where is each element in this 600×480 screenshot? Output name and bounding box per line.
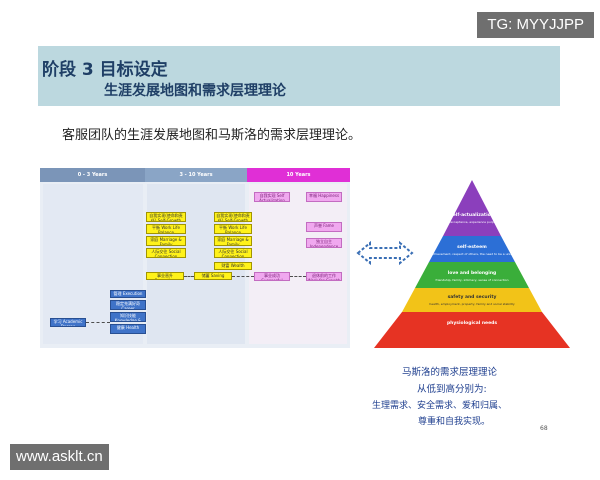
map-box: 幸福 Happiness bbox=[306, 192, 342, 202]
pyramid-desc: friendship, family, intimacy, sense of c… bbox=[436, 278, 509, 282]
maslow-pyramid: self-actualization self-esteem love and … bbox=[374, 180, 570, 348]
map-box: 事业晋升 Promotion bbox=[146, 272, 184, 280]
map-box: 知识技能 Knowledge & Skills bbox=[110, 312, 146, 322]
map-panel-3 bbox=[249, 184, 347, 344]
pyramid-caption-title: 马斯洛的需求层理理论 bbox=[402, 367, 498, 378]
pyramid-title: self-esteem bbox=[457, 244, 487, 250]
flow-arrow bbox=[184, 276, 194, 277]
pyramid-level-safety bbox=[402, 288, 542, 312]
flow-arrow bbox=[86, 322, 110, 323]
map-box: 自我实现(使命和责任) Self-Growth bbox=[214, 212, 252, 222]
column-header-0-3: 0 - 3 Years bbox=[40, 168, 145, 182]
pyramid-title: love and belonging bbox=[448, 270, 497, 276]
intro-text: 客服团队的生涯发展地图和马斯洛的需求层理理论。 bbox=[62, 128, 362, 143]
map-box: 人际交往 Social Connection bbox=[214, 248, 252, 258]
pyramid-desc: morality, creativity, spontaneity, accep… bbox=[400, 220, 544, 224]
pyramid-title: self-actualization bbox=[450, 212, 494, 218]
pyramid-level-self-actualization bbox=[443, 180, 501, 236]
pyramid-level-physiological bbox=[374, 312, 570, 348]
map-box: 自我实现 Self Actualization bbox=[254, 192, 290, 202]
map-box: 学习 Academic Degree bbox=[50, 318, 86, 327]
pyramid-desc: confidence, achievement, respect of othe… bbox=[413, 252, 532, 256]
map-box: 健康 Health bbox=[110, 324, 146, 334]
pyramid-title: safety and security bbox=[448, 294, 497, 300]
watermark-site: www.asklt.cn bbox=[10, 444, 109, 470]
pyramid-level-love bbox=[415, 262, 529, 288]
double-arrow-icon bbox=[356, 240, 414, 266]
map-box: 退休前的工作 Work for Growth bbox=[306, 272, 342, 281]
pyramid-level-self-esteem bbox=[429, 236, 515, 262]
pyramid-title: physiological needs bbox=[447, 320, 497, 326]
pyramid-caption-line: 尊重和自我实现。 bbox=[418, 417, 491, 427]
column-header-3-10: 3 - 10 Years bbox=[145, 168, 247, 182]
page-title: 阶段 3 目标设定 bbox=[42, 60, 168, 80]
flow-arrow bbox=[290, 276, 306, 277]
map-box: 家庭 Marriage & Family bbox=[214, 236, 252, 246]
page-number: 68 bbox=[540, 425, 548, 432]
map-box: 家庭 Marriage & Family bbox=[146, 236, 186, 246]
watermark-tg: TG: MYYJJPP bbox=[477, 12, 594, 38]
map-box: 平衡 Work Life Balance bbox=[146, 224, 186, 234]
flow-arrow bbox=[232, 276, 254, 277]
map-box: 稳定充满好奇 Career Objectives bbox=[110, 300, 146, 310]
map-box: 平衡 Work Life Balance bbox=[214, 224, 252, 234]
map-box: 储蓄 Saving bbox=[194, 272, 232, 280]
map-box: 自我实现(使命和责任) Self-Growth bbox=[146, 212, 186, 222]
pyramid-caption-line: 生理需求、安全需求、爱和归属、 bbox=[372, 401, 508, 411]
pyramid-caption-sub: 从低到高分别为: bbox=[417, 384, 487, 395]
map-box: 事业成功 Successful Business bbox=[254, 272, 290, 281]
map-box: 独立自主 Independence bbox=[306, 238, 342, 248]
column-header-10: 10 Years bbox=[247, 168, 350, 182]
page-subtitle: 生涯发展地图和需求层理理论 bbox=[104, 83, 286, 99]
pyramid-desc: health, employment, property, family and… bbox=[429, 302, 514, 306]
header-band bbox=[38, 46, 560, 106]
map-box: 财富 Wealth bbox=[214, 262, 252, 270]
map-box: 声誉 Fame bbox=[306, 222, 342, 232]
map-box: 人际交往 Social Connection bbox=[146, 248, 186, 258]
map-box: 管理 Execution bbox=[110, 290, 146, 298]
